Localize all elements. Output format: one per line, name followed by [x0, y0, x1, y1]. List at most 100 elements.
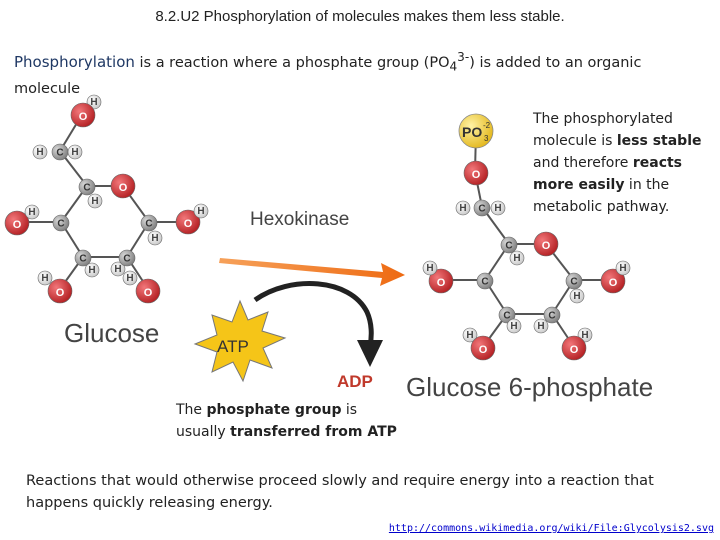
note-bold-less-stable: less stable: [616, 133, 702, 149]
svg-text:C: C: [570, 276, 577, 287]
source-link[interactable]: http://commons.wikimedia.org/wiki/File:G…: [388, 523, 714, 534]
oxygen-atom: O: [70, 102, 96, 128]
svg-text:C: C: [505, 240, 512, 251]
svg-text:3: 3: [484, 134, 489, 143]
hydrogen-atom: H: [110, 261, 126, 277]
term-phosphorylation: Phosphorylation: [14, 52, 135, 71]
atp-star: [193, 299, 287, 383]
hydrogen-atom: H: [462, 327, 478, 343]
svg-text:O: O: [570, 344, 579, 356]
svg-text:H: H: [90, 97, 97, 108]
carbon-atom: C: [476, 272, 494, 290]
svg-text:O: O: [79, 111, 88, 123]
note-bold-reacts: reacts more easily: [533, 155, 683, 193]
svg-text:H: H: [91, 196, 98, 207]
enzyme-label: Hexokinase: [250, 209, 349, 230]
product-label: Glucose 6-phosphate: [406, 372, 653, 402]
atp-to-adp-arrowhead: [357, 340, 383, 367]
hydrogen-atom: H: [455, 200, 471, 216]
svg-text:H: H: [581, 330, 588, 341]
note-text: The phosphorylated molecule is: [533, 111, 673, 149]
svg-text:H: H: [114, 264, 121, 275]
svg-text:C: C: [83, 182, 90, 193]
adp-label: ADP: [337, 372, 373, 391]
carbon-atom: C: [118, 249, 136, 267]
svg-text:H: H: [36, 147, 43, 158]
oxygen-atom: O: [561, 335, 587, 361]
carbon-atom: C: [565, 272, 583, 290]
hydrogen-atom: H: [32, 144, 48, 160]
atp-note-bold-atp: transferred from ATP: [230, 424, 397, 440]
atp-note-text: The: [176, 402, 207, 418]
svg-text:PO: PO: [462, 124, 482, 140]
svg-text:H: H: [197, 206, 204, 217]
atp-to-adp-arrow: [253, 281, 374, 347]
svg-text:H: H: [510, 321, 517, 332]
oxygen-atom: O: [47, 278, 73, 304]
svg-text:O: O: [119, 182, 128, 194]
svg-text:H: H: [573, 291, 580, 302]
svg-text:O: O: [13, 219, 22, 231]
hydrogen-atom: H: [84, 262, 100, 278]
svg-text:H: H: [88, 265, 95, 276]
svg-text:H: H: [71, 147, 78, 158]
glucose-label: Glucose: [64, 318, 159, 348]
svg-text:H: H: [619, 263, 626, 274]
svg-text:C: C: [478, 203, 485, 214]
hydrogen-atom: H: [193, 203, 209, 219]
intro-text-end: ) is added to an organic molecule: [14, 54, 642, 97]
svg-text:H: H: [426, 263, 433, 274]
reaction-arrow: [219, 258, 405, 286]
svg-text:O: O: [479, 344, 488, 356]
hydrogen-atom: H: [147, 230, 163, 246]
phosphate-group: PO-2 3: [458, 113, 494, 149]
svg-text:O: O: [542, 240, 551, 252]
oxygen-atom: O: [135, 278, 161, 304]
intro-subscript: 4: [449, 59, 458, 74]
hydrogen-atom: H: [67, 144, 83, 160]
atp-label: ATP: [217, 337, 249, 356]
oxygen-atom: O: [428, 268, 454, 294]
svg-text:C: C: [57, 218, 64, 229]
summary-text: Reactions that would otherwise proceed s…: [26, 473, 654, 511]
hydrogen-atom: H: [490, 200, 506, 216]
svg-text:C: C: [145, 218, 152, 229]
hydrogen-atom: H: [122, 270, 138, 286]
hydrogen-atom: H: [569, 288, 585, 304]
hydrogen-atom: H: [422, 260, 438, 276]
note-text: and therefore: [533, 155, 633, 171]
svg-text:-2: -2: [483, 121, 491, 130]
svg-text:O: O: [184, 218, 193, 230]
carbon-atom: C: [52, 214, 70, 232]
svg-text:O: O: [437, 277, 446, 289]
svg-text:C: C: [79, 253, 86, 264]
atp-note-bold-phosphate: phosphate group: [206, 402, 342, 418]
svg-text:C: C: [56, 147, 63, 158]
carbon-atom: C: [140, 214, 158, 232]
oxygen-atom: O: [533, 231, 559, 257]
phosphorylated-note: The phosphorylated molecule is less stab…: [533, 108, 713, 218]
svg-text:C: C: [548, 310, 555, 321]
carbon-atom: C: [498, 306, 516, 324]
svg-text:C: C: [481, 276, 488, 287]
hydrogen-atom: H: [37, 270, 53, 286]
oxygen-atom: O: [175, 209, 201, 235]
oxygen-atom: O: [600, 268, 626, 294]
intro-superscript: 3-: [457, 50, 470, 64]
svg-text:H: H: [537, 321, 544, 332]
oxygen-atom: O: [4, 210, 30, 236]
oxygen-atom: O: [463, 160, 489, 186]
carbon-atom: C: [543, 306, 561, 324]
atp-note: The phosphate group is usually transferr…: [176, 399, 406, 443]
carbon-atom: C: [473, 199, 491, 217]
svg-text:H: H: [41, 273, 48, 284]
hydrogen-atom: H: [24, 204, 40, 220]
hydrogen-atom: H: [509, 250, 525, 266]
hydrogen-atom: H: [533, 318, 549, 334]
svg-text:H: H: [494, 203, 501, 214]
carbon-atom: C: [51, 143, 69, 161]
intro-definition: Phosphorylation is a reaction where a ph…: [14, 46, 704, 100]
carbon-atom: C: [74, 249, 92, 267]
note-text: in the metabolic pathway.: [533, 177, 670, 215]
hydrogen-atom: H: [615, 260, 631, 276]
